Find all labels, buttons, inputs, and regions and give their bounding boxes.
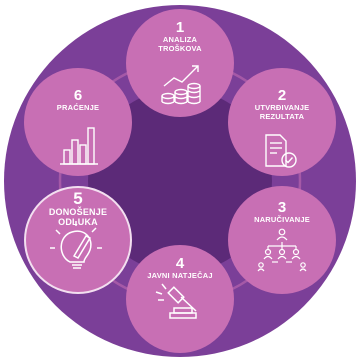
- step-2-node[interactable]: [228, 68, 336, 176]
- step-1-number: 1: [175, 19, 185, 36]
- step-2-label-line-1: UTVRĐIVANJE: [254, 103, 310, 112]
- document-check-icon: [265, 134, 297, 168]
- step-2-text: 2 UTVRĐIVANJE REZULTATA: [227, 88, 337, 121]
- step-1-label-line-2: TROŠKOVA: [158, 44, 202, 53]
- step-2-label-line-2: REZULTATA: [259, 112, 305, 121]
- step-1-label-line-1: ANALIZA: [162, 35, 198, 44]
- step-4-number: 4: [175, 255, 185, 272]
- step-5-label-line-1: DONOŠENJE: [48, 207, 108, 217]
- step-2-circle: [228, 68, 336, 176]
- step-1-circle: [126, 9, 234, 117]
- step-4-circle: [126, 245, 234, 353]
- step-6-node[interactable]: [24, 68, 132, 176]
- step-6-label-line-1: PRAĆENJE: [56, 103, 100, 112]
- step-2-number: 2: [277, 87, 287, 104]
- step-3-label-line-1: NARUČIVANJE: [254, 215, 310, 224]
- step-1-node[interactable]: [126, 9, 234, 117]
- step-3-node[interactable]: [228, 186, 336, 294]
- step-3-text: 3 NARUČIVANJE: [227, 200, 337, 224]
- step-6-number: 6: [73, 87, 83, 104]
- step-1-text: 1 ANALIZA TROŠKOVA: [125, 20, 235, 53]
- step-4-node[interactable]: [126, 245, 234, 353]
- step-5-node[interactable]: [24, 186, 132, 294]
- step-3-number: 3: [277, 199, 287, 216]
- step-3-circle: [228, 186, 336, 294]
- step-5-label-line-2: ODLUKA: [58, 217, 98, 227]
- lightbulb-pencil-icon: [50, 221, 102, 269]
- bar-chart-icon: [60, 127, 98, 165]
- step-5-text: 5 DONOŠENJE ODLUKA: [23, 190, 133, 227]
- step-4-label-line-1: JAVNI NATJEČAJ: [147, 271, 213, 280]
- step-4-text: 4 JAVNI NATJEČAJ: [125, 256, 235, 280]
- step-6-circle: [24, 68, 132, 176]
- coins-growth-icon: [161, 65, 201, 105]
- step-5-inner: [26, 188, 130, 292]
- inner-hub: [88, 89, 272, 273]
- gavel-icon: [155, 283, 197, 319]
- step-5-number: 5: [73, 189, 83, 208]
- step-6-text: 6 PRAĆENJE: [23, 88, 133, 112]
- hierarchy-people-icon: [257, 228, 307, 272]
